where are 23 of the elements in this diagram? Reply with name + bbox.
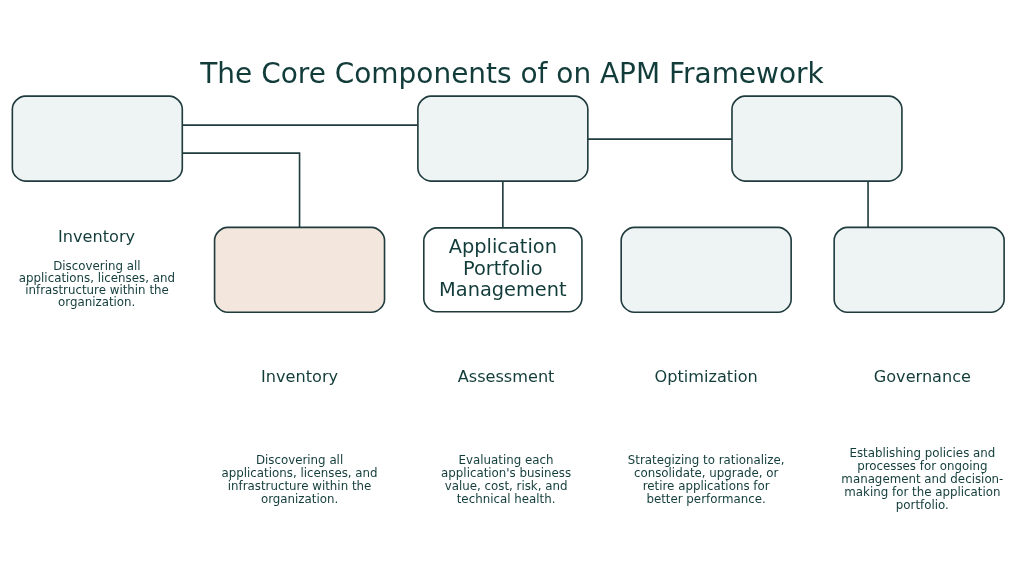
node-box: [213, 226, 386, 313]
label: Evaluating each application's business value, cost, risk, and technical health.: [441, 452, 572, 505]
node-box: [731, 94, 903, 182]
connector: [181, 151, 301, 228]
connector: [502, 179, 504, 228]
label: Governance: [873, 366, 972, 386]
node-box: [833, 226, 1005, 313]
connector: [181, 123, 419, 126]
node-label: Inventory: [58, 226, 136, 246]
node-box: Application Portfolio Management: [423, 226, 583, 313]
label: Assessment: [457, 366, 555, 386]
label: Optimization: [654, 366, 758, 386]
connector: [867, 179, 869, 228]
diagram-title: The Core Components of on APM Framework: [200, 56, 824, 90]
node-label: Discovering all applications, licenses, and infrastructure within the organization.: [18, 258, 175, 309]
label: Inventory: [261, 366, 339, 386]
node-box: [620, 226, 792, 313]
node-box: [417, 94, 589, 182]
label: Strategizing to rationalize, consolidate, upgrade, or retire applications for better performance.: [627, 452, 785, 505]
node-box: [11, 94, 184, 182]
label: Discovering all applications, licenses, and infrastructure within the organization.: [221, 452, 378, 505]
label: Establishing policies and processes for ongoing management and decision-making for the application portfolio.: [841, 445, 1004, 512]
connector: [587, 137, 733, 140]
